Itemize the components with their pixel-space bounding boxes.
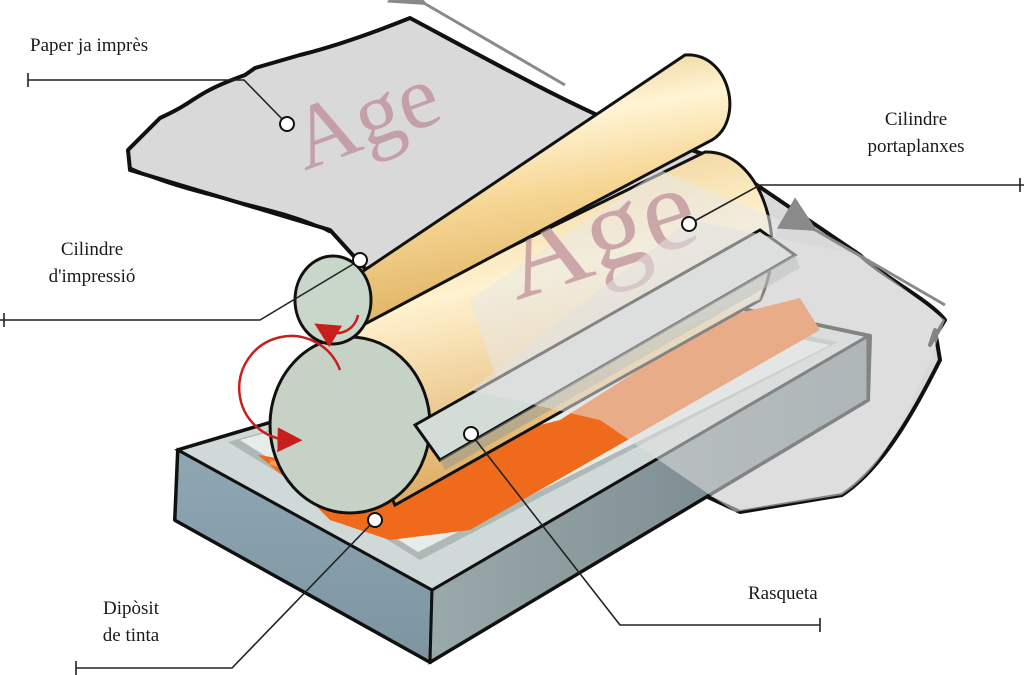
dot-impression [352, 252, 368, 268]
arrow-right [777, 197, 946, 307]
leader-plate [688, 184, 1024, 225]
label-plate-cylinder: Cilindre portaplanxes [867, 109, 965, 157]
dot-blade [463, 426, 479, 442]
leader-paper [28, 79, 288, 125]
paper-direction-arrows [387, 0, 946, 307]
dot-plate [681, 216, 697, 232]
leader-lines [0, 73, 1024, 675]
label-ink-tank: Dipòsit de tinta [102, 598, 160, 646]
label-doctor-blade: Rasqueta [748, 583, 818, 604]
leader-impression [0, 259, 361, 321]
leader-blade [470, 433, 820, 626]
impression-cylinder [293, 53, 732, 348]
label-paper: Paper ja imprès [30, 35, 149, 56]
label-impression-cylinder: Cilindre d'impressió [48, 239, 136, 287]
callout-dots [279, 116, 697, 528]
dot-paper [279, 116, 295, 132]
paper-overlay [470, 220, 945, 512]
arrow-top [387, 0, 566, 87]
leader-ink [76, 519, 376, 669]
dot-ink [367, 512, 383, 528]
